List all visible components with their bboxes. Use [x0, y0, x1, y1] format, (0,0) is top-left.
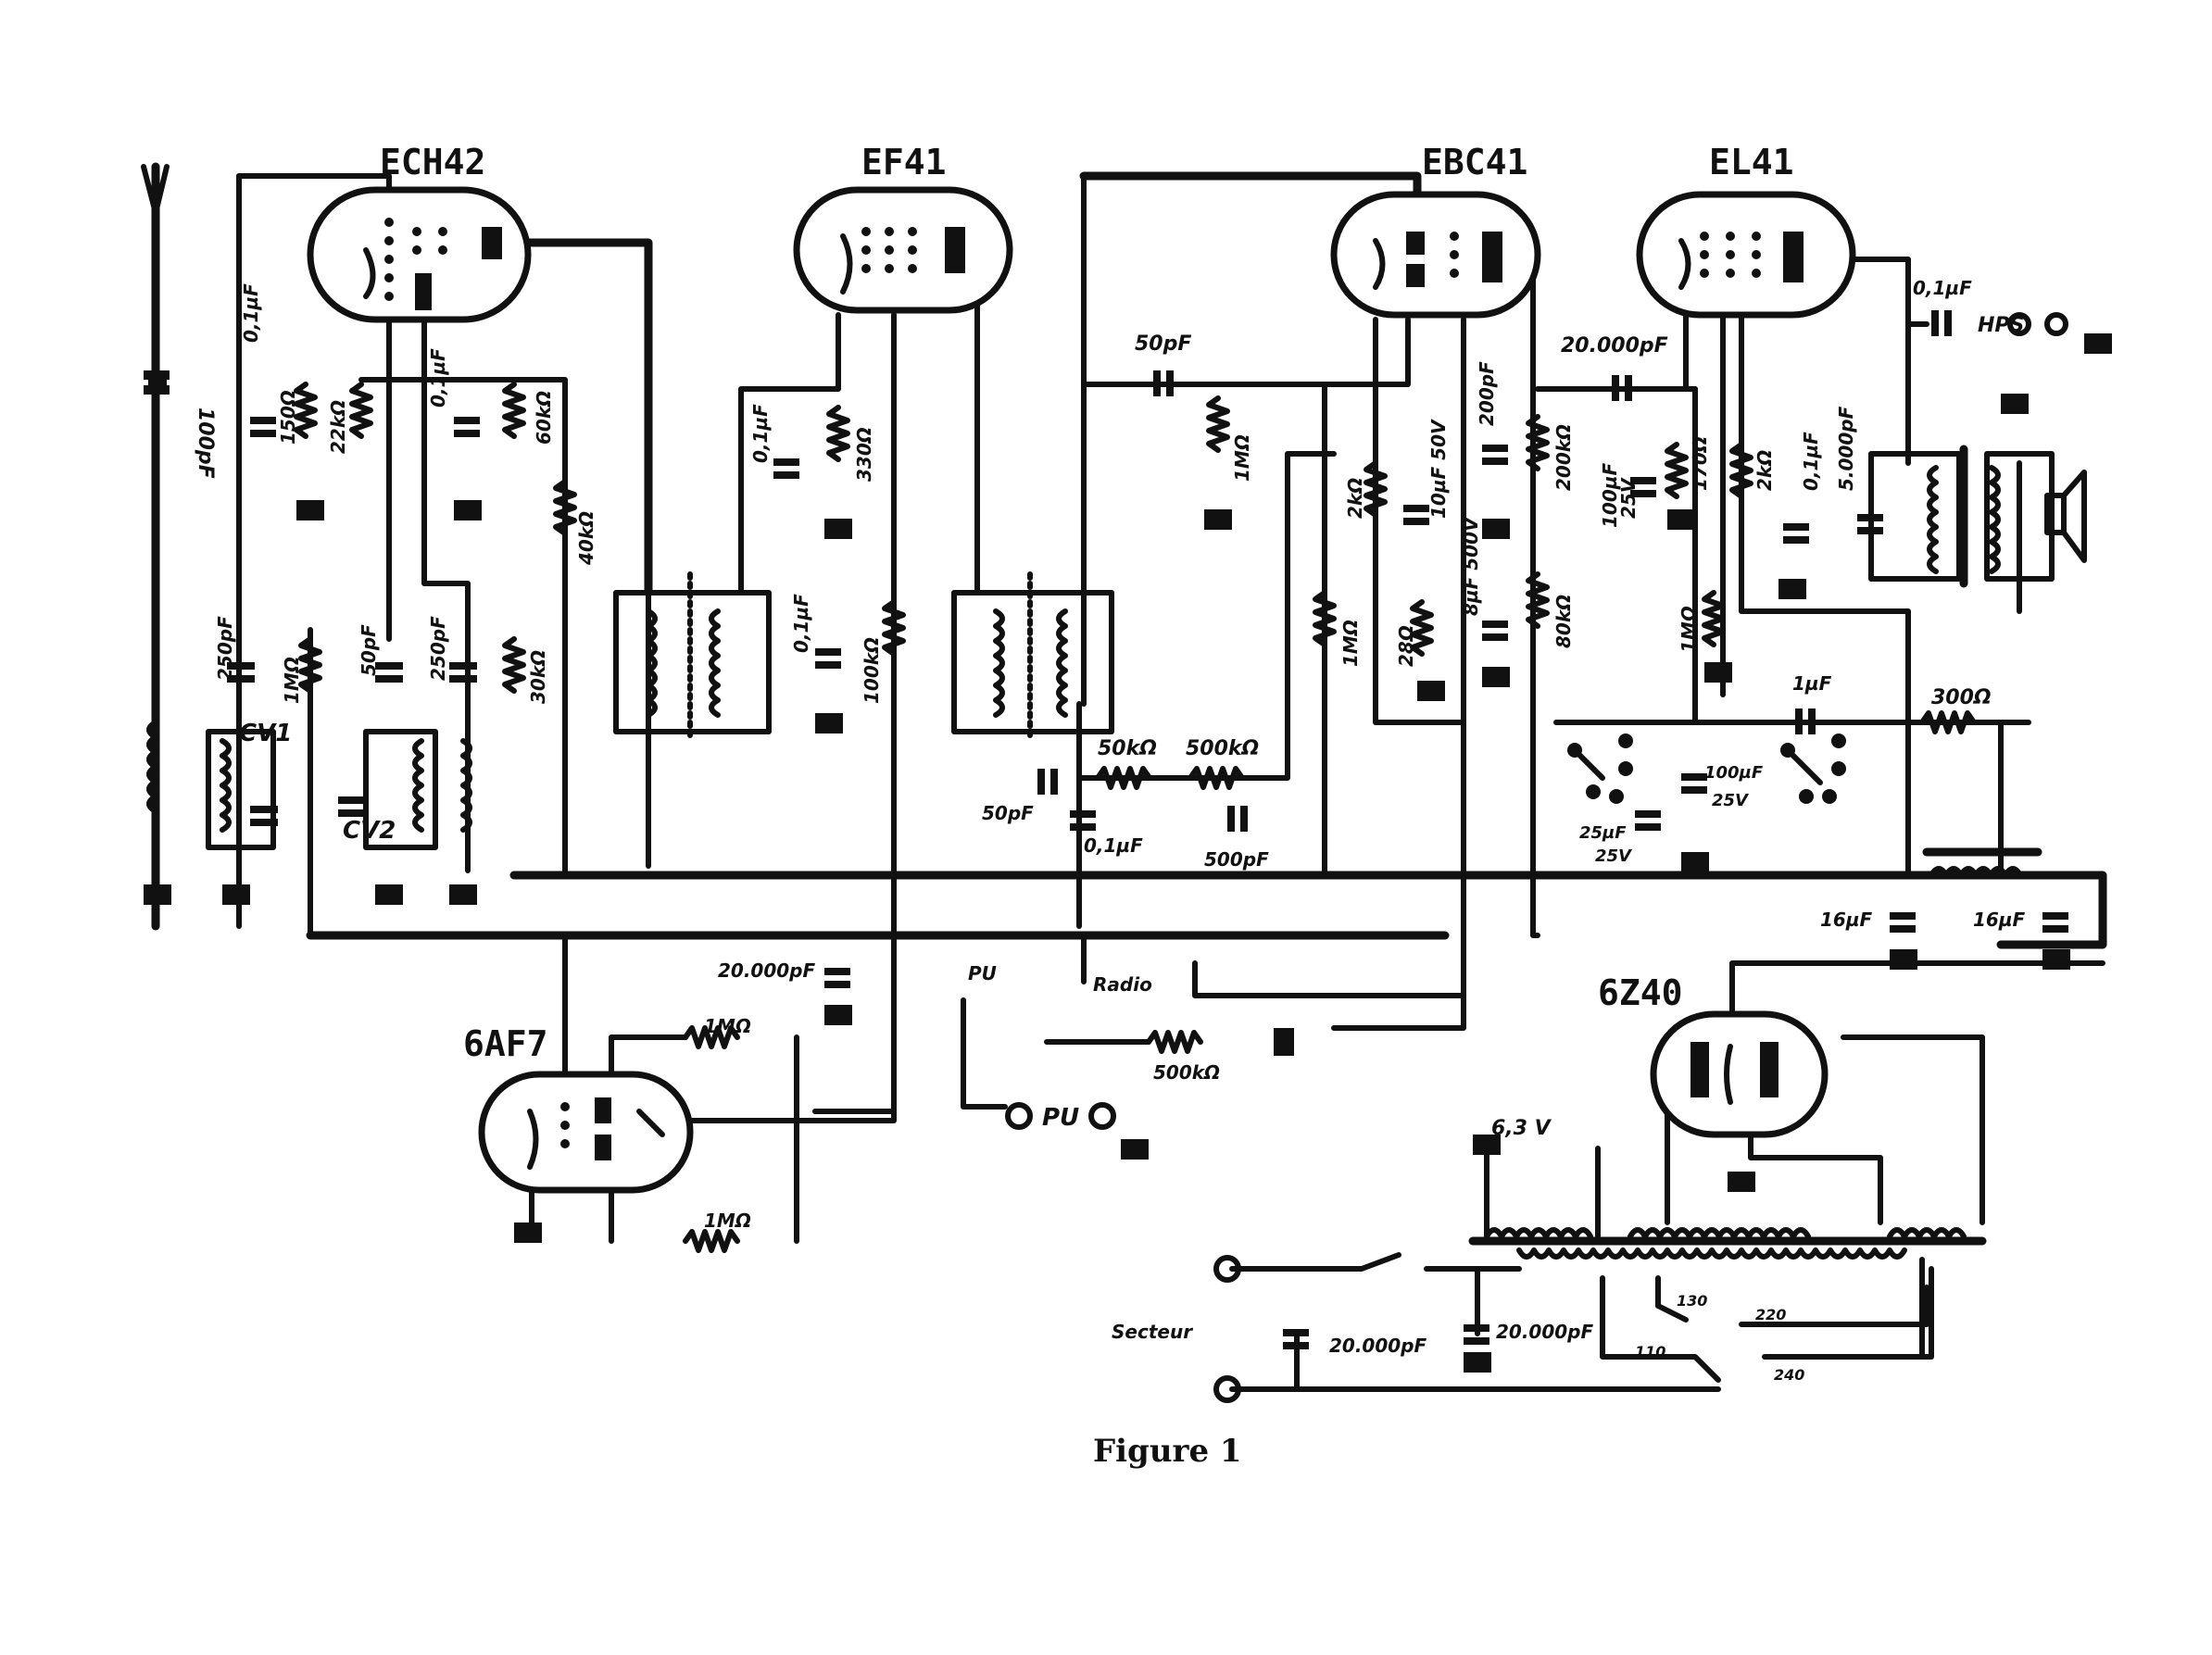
- label-r-2k: 2kΩ: [1344, 478, 1366, 519]
- label-cv1: CV1: [239, 720, 292, 747]
- label-c-det2: 0,1µF: [1084, 834, 1143, 857]
- resistors: [294, 382, 1977, 1253]
- label-r-det2: 500kΩ: [1186, 737, 1259, 760]
- power-transformer: [1468, 1227, 1987, 1360]
- tube-el41: [1636, 191, 1856, 319]
- component-labels: 100pF 0,1µF 150Ω 22kΩ 0,1µF 60kΩ 40kΩ 25…: [194, 277, 2026, 1384]
- label-c-50: 50pF: [358, 624, 380, 676]
- output-transformer: [1868, 445, 2055, 588]
- label-c-5n: 5.000pF: [1835, 406, 1857, 491]
- label-v-25-b: 25V: [1712, 791, 1750, 810]
- tube-label-6af7: 6AF7: [463, 1023, 548, 1064]
- tube-label-ech42: ECH42: [380, 142, 485, 182]
- label-c-01-hps: 0,1µF: [1913, 277, 1972, 299]
- tube-6z40: [1650, 1010, 1829, 1138]
- antenna-icon: [141, 164, 170, 216]
- label-r-1m-c: 1MΩ: [1339, 620, 1362, 667]
- label-c-20n-b: 20.000pF: [718, 959, 815, 982]
- label-r-1m-e: 1MΩ: [704, 1015, 751, 1037]
- tube-6af7: [478, 1071, 694, 1194]
- label-r-1m-a: 1MΩ: [281, 657, 303, 704]
- tube-ech42: [307, 186, 532, 323]
- label-r-30k: 30kΩ: [527, 650, 549, 704]
- capacitors: [144, 310, 2068, 1349]
- label-c-25u: 25µF: [1579, 823, 1627, 843]
- label-r-vol: 500kΩ: [1153, 1061, 1220, 1084]
- label-cv2: CV2: [343, 817, 396, 845]
- label-c-1u: 1µF: [1792, 672, 1832, 695]
- label-r-osc1: 150Ω: [277, 390, 299, 445]
- figure-caption: Figure 1: [1093, 1433, 1242, 1470]
- label-tap-240: 240: [1774, 1366, 1804, 1384]
- label-r-200k: 200kΩ: [1552, 424, 1575, 491]
- label-c-ef-g2: 0,1µF: [790, 594, 812, 653]
- label-c-mains1: 20.000pF: [1329, 1335, 1426, 1357]
- label-r-40k: 40kΩ: [575, 511, 597, 566]
- label-c-16a: 16µF: [1820, 909, 1873, 931]
- label-v-25: 25V: [1617, 477, 1640, 519]
- label-c-det3: 500pF: [1204, 848, 1269, 871]
- label-c-01-b: 0,1µF: [1800, 432, 1822, 491]
- loudspeaker-icon: [2044, 470, 2087, 563]
- label-r-1m-d: 1MΩ: [1678, 606, 1700, 653]
- label-r-1m-b: 1MΩ: [1231, 434, 1253, 482]
- tube-label-el41: EL41: [1709, 142, 1794, 182]
- ht-bus: [509, 871, 2107, 949]
- tube-label-ebc41: EBC41: [1422, 142, 1527, 182]
- if-transformer-1: [613, 571, 772, 744]
- label-v-25-c: 25V: [1595, 846, 1633, 866]
- label-c-250b: 250pF: [427, 616, 449, 681]
- label-pu-jack: PU: [1042, 1104, 1079, 1132]
- label-radio: Radio: [1093, 973, 1152, 996]
- label-c-osc1: 0,1µF: [240, 283, 262, 343]
- label-r-300: 300Ω: [1931, 686, 1992, 709]
- antenna-coil: [146, 720, 276, 850]
- tube-ebc41: [1330, 191, 1541, 319]
- tone-switches: [1567, 733, 1846, 804]
- label-c-mains2: 20.000pF: [1496, 1321, 1593, 1343]
- oscillator-coil: [363, 729, 472, 850]
- label-c-200: 200pF: [1476, 361, 1498, 426]
- label-r-1m-f: 1MΩ: [704, 1210, 751, 1232]
- label-r-2k-b: 2kΩ: [1753, 450, 1776, 491]
- label-r-det1: 50kΩ: [1098, 737, 1157, 760]
- label-hps: HPS: [1978, 314, 2024, 337]
- label-tap-220: 220: [1755, 1306, 1786, 1323]
- label-v-heater: 6,3 V: [1491, 1117, 1552, 1140]
- filter-choke: [1922, 847, 2042, 878]
- label-r-g2: 60kΩ: [533, 391, 555, 445]
- label-c-coup: 50pF: [1135, 332, 1191, 356]
- label-r-28: 28Ω: [1395, 625, 1417, 667]
- if-transformer-2: [951, 571, 1114, 744]
- label-c-ef-k: 0,1µF: [749, 404, 772, 463]
- label-tap-110: 110: [1635, 1343, 1665, 1360]
- label-pu-switch: PU: [968, 962, 997, 984]
- label-tap-130: 130: [1677, 1292, 1707, 1310]
- label-r-80k: 80kΩ: [1552, 595, 1575, 648]
- label-r-ef-g2: 100kΩ: [861, 637, 883, 704]
- ground-symbols: [144, 333, 2112, 1373]
- label-c-20n: 20.000pF: [1561, 334, 1668, 357]
- label-c-100u: 100µF: [1599, 463, 1621, 528]
- tube-label-ef41: EF41: [861, 142, 947, 182]
- label-c-250a: 250pF: [214, 616, 236, 681]
- label-secteur: Secteur: [1112, 1321, 1193, 1343]
- label-r-170: 170Ω: [1689, 436, 1711, 491]
- tube-ef41: [793, 186, 1013, 314]
- label-c-10u: 10µF 50V: [1427, 419, 1450, 519]
- label-r-ef-k: 330Ω: [853, 427, 875, 482]
- label-c-8u: 8µF 500V: [1460, 516, 1482, 616]
- mains-terminals: [1005, 312, 2068, 1403]
- label-c-100u-b: 100µF: [1704, 763, 1764, 783]
- label-c-det: 50pF: [982, 802, 1034, 824]
- label-c-16b: 16µF: [1973, 909, 2026, 931]
- label-r-osc2: 22kΩ: [327, 400, 349, 454]
- tube-label-6z40: 6Z40: [1598, 972, 1683, 1013]
- label-c-ant: 100pF: [194, 407, 217, 479]
- label-c-g2: 0,1µF: [427, 348, 449, 407]
